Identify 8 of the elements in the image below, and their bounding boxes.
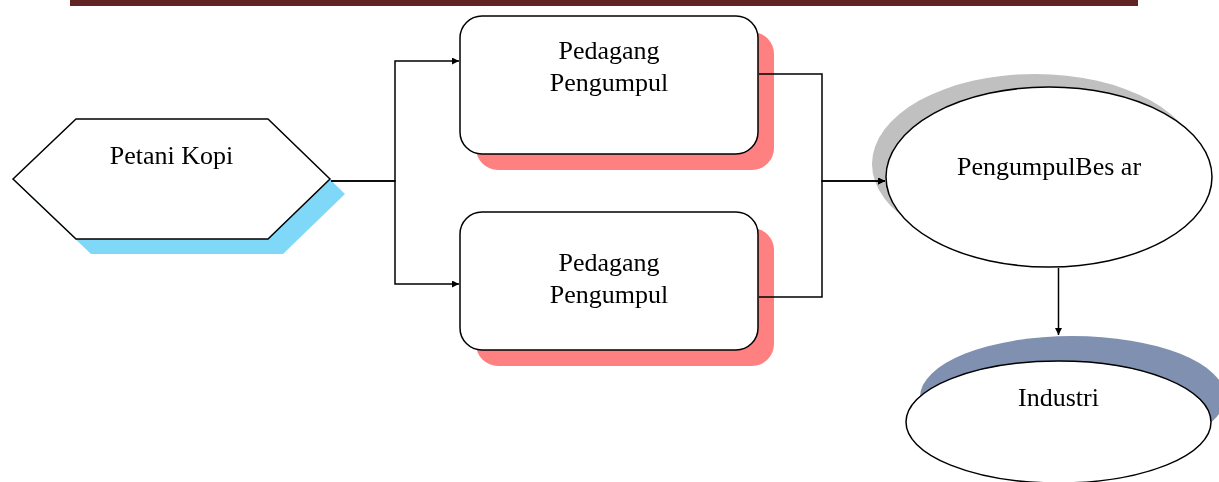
- arrow: [330, 180, 460, 288]
- node-label: Petani Kopi: [109, 140, 234, 172]
- node-label: Industri: [1018, 382, 1099, 414]
- arrow: [1055, 267, 1062, 336]
- node-label: Pedagang Pengumpul: [548, 247, 670, 311]
- arrow: [758, 177, 886, 298]
- node-label: PengumpulBes ar: [956, 151, 1142, 183]
- node-label: Pedagang Pengumpul: [548, 35, 670, 99]
